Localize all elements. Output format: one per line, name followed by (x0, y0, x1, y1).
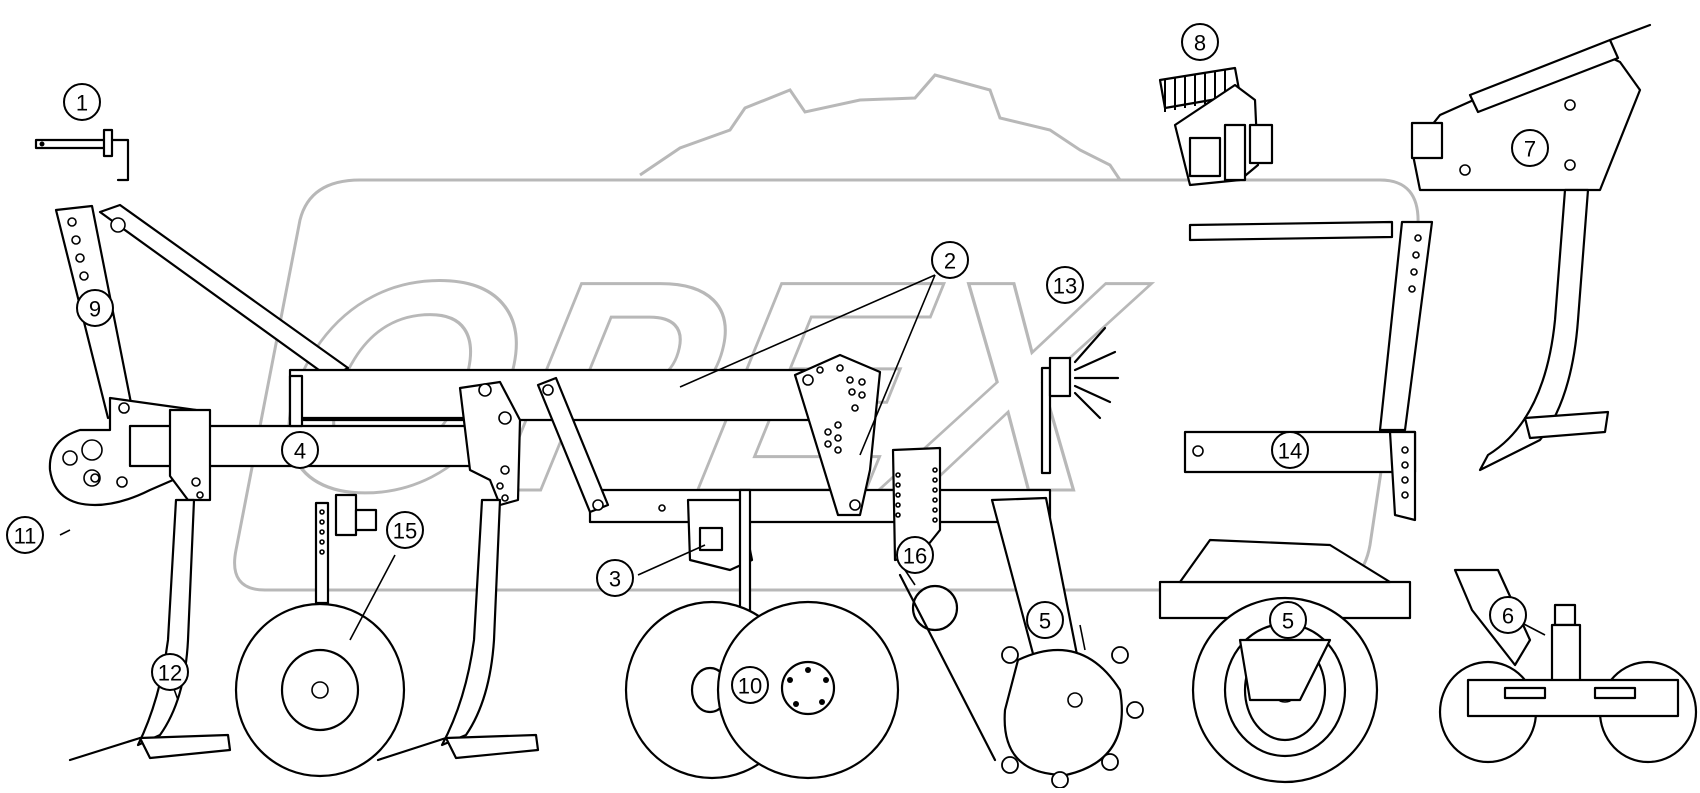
callout-11: 11 (6, 516, 44, 554)
part-disc-assembly (624, 488, 900, 780)
callout-13: 13 (1046, 266, 1084, 304)
watermark-frame (233, 178, 1420, 592)
callout-5a-label: 5 (1039, 609, 1051, 634)
callout-11-label: 11 (14, 524, 37, 549)
part-light (1040, 326, 1120, 475)
callout-10: 10 (731, 666, 769, 704)
callout-1: 1 (63, 83, 101, 121)
callout-6: 6 (1489, 596, 1527, 634)
callout-4: 4 (281, 431, 319, 469)
callout-14: 14 (1271, 431, 1309, 469)
callout-15-label: 15 (393, 519, 417, 544)
callout-5a: 5 (1026, 601, 1064, 639)
callout-14-label: 14 (1278, 439, 1302, 464)
callout-8: 8 (1181, 23, 1219, 61)
callout-7-label: 7 (1524, 137, 1536, 162)
callout-8-label: 8 (1194, 31, 1206, 56)
callout-6-label: 6 (1502, 604, 1514, 629)
callout-10-label: 10 (738, 674, 762, 699)
part-shank-right (376, 498, 540, 762)
part-shank-left (68, 498, 232, 762)
callout-7: 7 (1511, 129, 1549, 167)
callout-12: 12 (151, 653, 189, 691)
part-twin-rollers (1438, 568, 1698, 764)
part-rotary-harrow (1158, 538, 1412, 784)
callout-16-label: 16 (903, 544, 927, 569)
callout-2: 2 (931, 241, 969, 279)
part-spring-tine (1410, 23, 1652, 472)
part-depth-wheel (234, 493, 406, 778)
callout-1-label: 1 (76, 91, 88, 116)
callout-12-label: 12 (158, 661, 182, 686)
callout-5b-label: 5 (1282, 609, 1294, 634)
callout-16: 16 (896, 536, 934, 574)
callout-9: 9 (76, 289, 114, 327)
callout-15: 15 (386, 511, 424, 549)
callout-3-label: 3 (609, 567, 621, 592)
callout-3: 3 (596, 559, 634, 597)
callout-2-label: 2 (944, 249, 956, 274)
part-hitch-pin (34, 128, 130, 182)
callout-4-label: 4 (294, 439, 306, 464)
part-spring-bracket (1158, 66, 1274, 187)
callout-5b: 5 (1269, 601, 1307, 639)
callout-13-label: 13 (1053, 274, 1077, 299)
watermark-gear (639, 73, 1122, 181)
callout-9-label: 9 (89, 297, 101, 322)
part-coulter-knife (891, 446, 997, 762)
part-bracket-arm (1183, 220, 1434, 522)
